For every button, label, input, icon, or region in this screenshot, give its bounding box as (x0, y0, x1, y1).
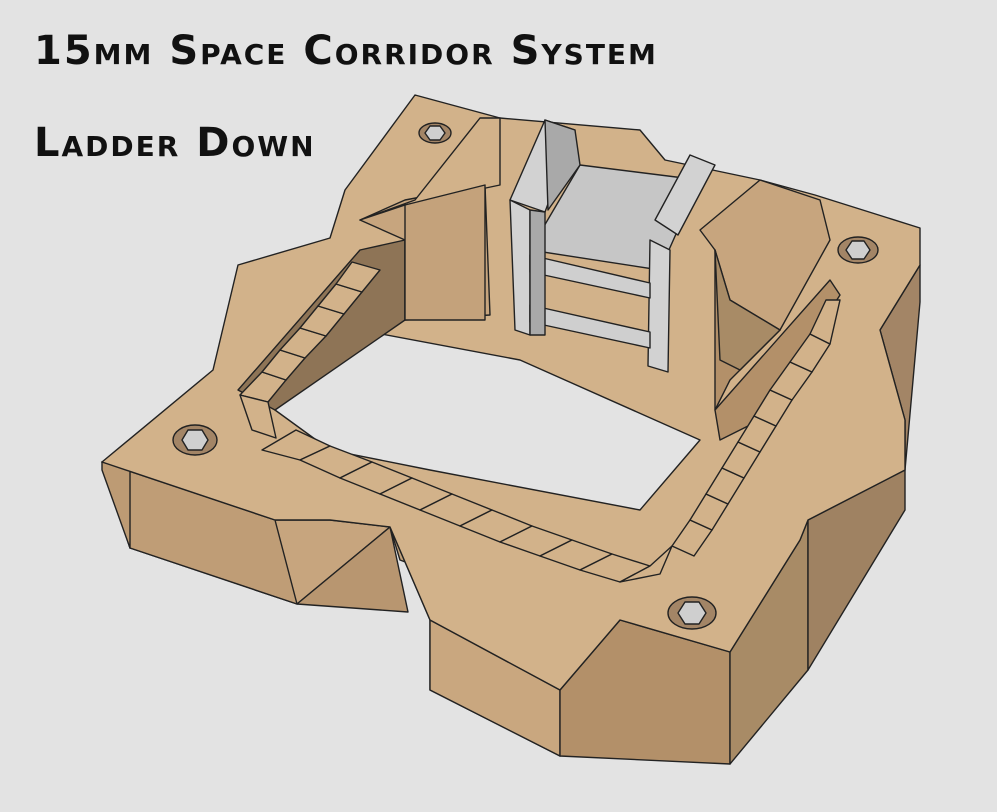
ladder (509, 119, 716, 373)
ladder-right-upright-top (654, 154, 716, 236)
bolt (172, 424, 218, 456)
page-subtitle: Ladder Down (34, 120, 316, 166)
front-bottom-notch-face (296, 526, 409, 613)
bolt (418, 122, 452, 144)
back-right-block-shadow (714, 249, 781, 371)
floor-tile (809, 299, 841, 345)
left-upper-side-face (101, 461, 131, 549)
bolt (837, 236, 879, 264)
back-left-block-face (404, 184, 486, 321)
ladder-left-upright-side (544, 119, 581, 211)
ladder-right-rail (647, 239, 671, 373)
bolt (667, 596, 717, 630)
page-title: 15mm Space Corridor System (34, 28, 658, 74)
floor-tile (239, 394, 277, 439)
ladder-rail-shadow (529, 209, 546, 336)
floor-tile (335, 261, 381, 293)
